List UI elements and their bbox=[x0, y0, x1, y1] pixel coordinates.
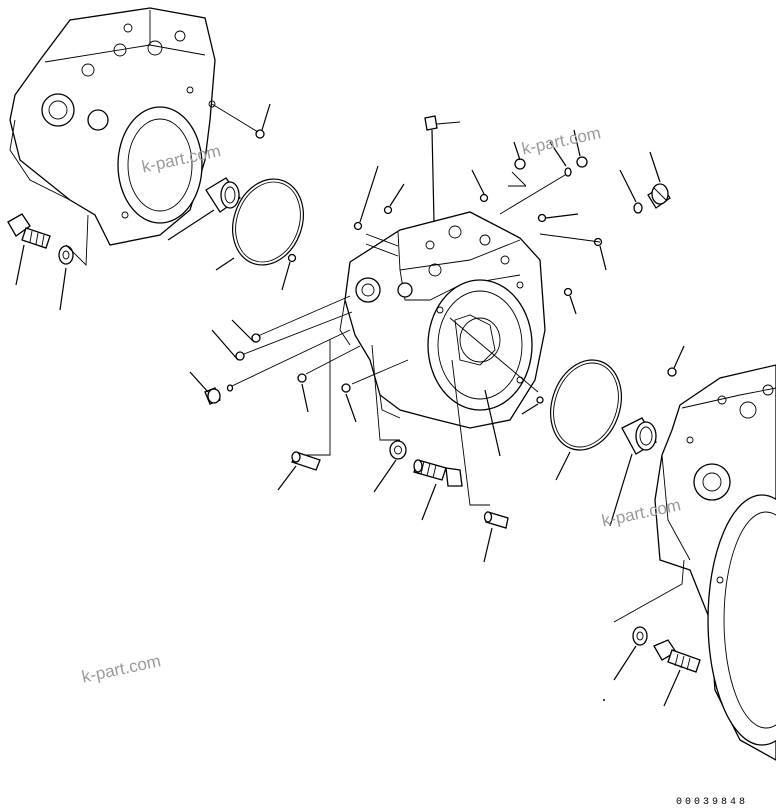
document-number: 00039848 bbox=[676, 797, 749, 808]
right-callout bbox=[613, 559, 685, 623]
center-valve-body bbox=[339, 211, 546, 429]
top-center-plug bbox=[424, 115, 461, 223]
left-callout bbox=[65, 214, 89, 267]
right-pump-housing bbox=[654, 364, 776, 761]
center-bolt bbox=[413, 459, 463, 521]
right-bearing bbox=[609, 417, 657, 527]
right-o-ring bbox=[550, 359, 622, 481]
left-bolt bbox=[7, 213, 51, 286]
top-right-seals bbox=[549, 129, 671, 214]
left-washer bbox=[58, 245, 74, 311]
screw-top-left bbox=[211, 103, 271, 139]
center-top-screws bbox=[353, 141, 607, 315]
right-bolt bbox=[653, 639, 701, 707]
center-bottom-parts bbox=[277, 317, 544, 563]
center-left-parts bbox=[189, 253, 409, 423]
left-pump-housing bbox=[9, 7, 216, 246]
left-plug-small bbox=[189, 371, 221, 405]
dot-mark bbox=[603, 699, 605, 701]
left-o-ring bbox=[215, 178, 304, 271]
top-right-plug bbox=[647, 151, 671, 209]
right-screw bbox=[667, 345, 685, 377]
right-washer bbox=[613, 626, 648, 681]
left-bearing bbox=[167, 177, 241, 241]
